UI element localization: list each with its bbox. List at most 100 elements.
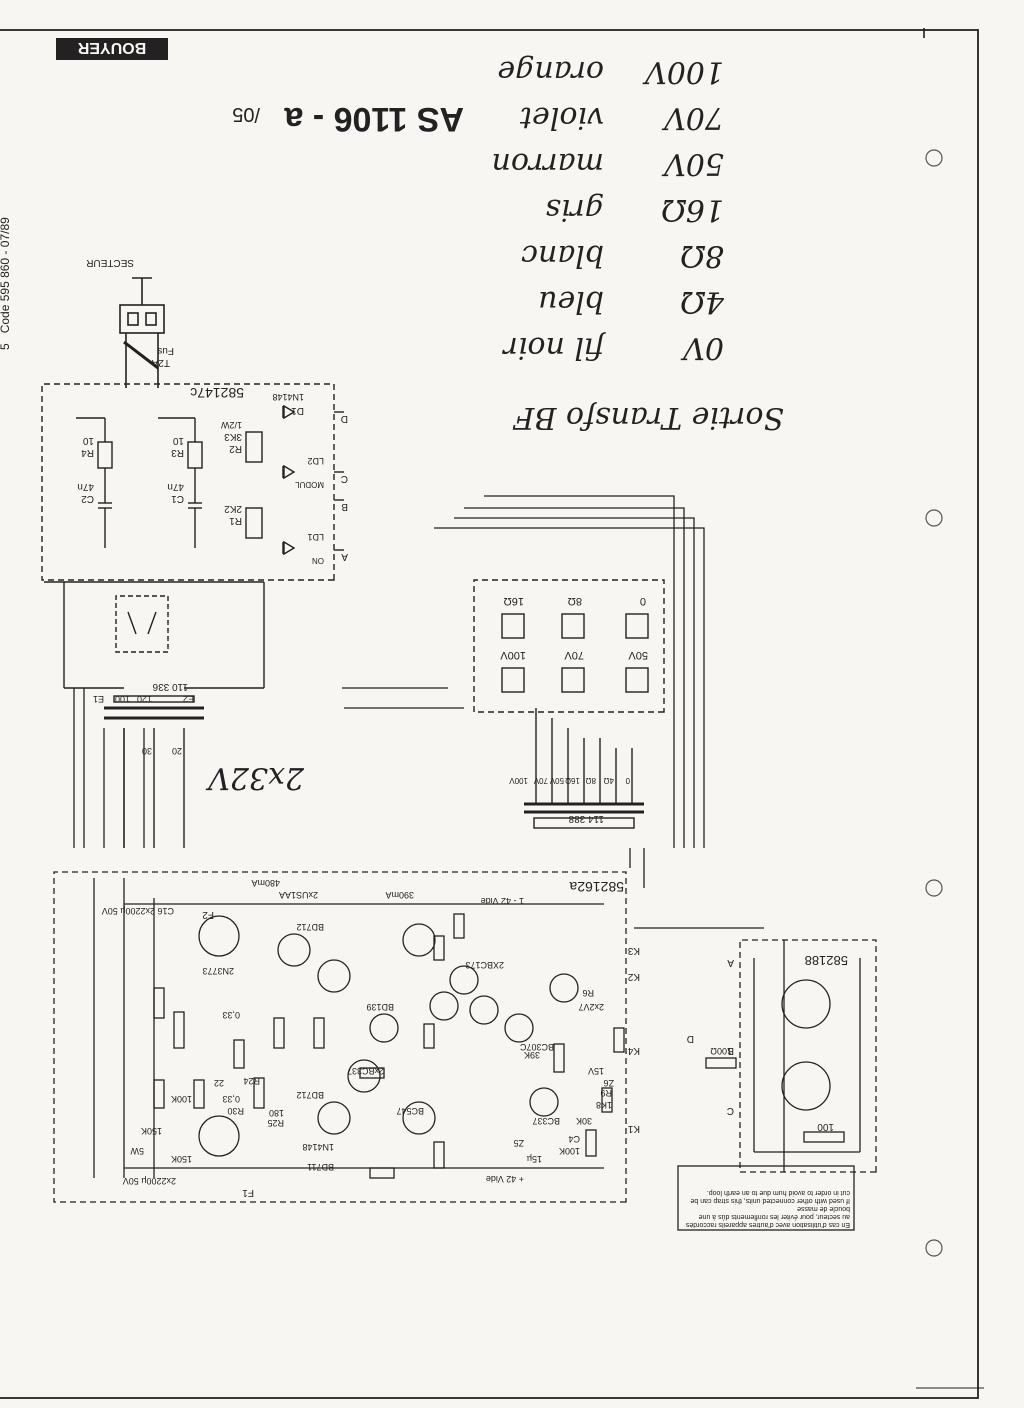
amp-l2: 390mA [385,890,414,900]
note-box: En cas d'utilisation avec d'autres appar… [677,1165,855,1231]
amp-2x2v7: 2x2V7 [578,1002,604,1012]
binder-holes [925,149,943,1257]
mains-transformer-ref: 110 336 [152,681,188,692]
amp-l11: 2XBC173 [465,960,504,970]
amp-k3: K3 [627,945,640,956]
amp-f1: F1 [242,1187,254,1198]
selector-50v: 50V [628,649,648,661]
note-row-6-left: 100V [642,54,724,89]
amp-033b: 0,33 [222,1010,240,1020]
note-fr: En cas d'utilisation avec d'autres appar… [685,1205,850,1228]
c2-value: 47n [77,481,94,492]
output-transformer [524,708,644,829]
notes-heading: Sortie Transfo BF [512,400,784,435]
note-row-2-left: 8Ω [680,238,724,273]
note-row-5-right: violet [519,100,604,135]
note-row-1-right: bleu [538,284,604,319]
mains-module [41,383,344,581]
amp-z5: Z5 [513,1138,524,1148]
input-pin-d: D [687,1033,694,1044]
amp-f2: F2 [202,909,214,920]
amp-k4: K4 [627,1045,640,1056]
otap-50v: 50V [549,776,564,785]
amp-180: 180 [269,1108,284,1118]
d1-label: D1 [291,405,304,416]
input-pin-a: A [727,957,734,968]
c1-value: 47n [167,481,184,492]
amp-15u: 15µ [527,1154,542,1164]
voltage-selector [44,581,265,689]
amp-r24: R24 [243,1076,260,1086]
ld2-label: LD2 [307,456,324,466]
d1-value: 1N4148 [272,392,304,402]
amp-k1: K1 [627,1123,640,1134]
amp-l10: BD712 [296,1090,324,1100]
input-100ohm: 100Ω [710,1046,732,1056]
r4-value: 10 [82,435,94,446]
secteur-label: SECTEUR [86,257,134,268]
amp-board [53,871,627,1203]
amp-l13: BC547 [396,1106,424,1116]
amp-39k: 39K [524,1050,540,1060]
c1-label: C1 [171,493,184,504]
amp-30k: 30K [576,1116,592,1126]
model-suffix: /05 [232,103,260,125]
amp-150k-a: 150K [141,1126,162,1136]
otap-16: 16Ω [565,776,580,785]
sheet-border [0,29,979,1399]
amp-l15: BC307C [519,1042,554,1052]
note-row-4-left: 50V [661,146,724,181]
input-board-ref: 582188 [805,953,848,968]
fuse-label: Fus [157,345,174,356]
otap-70v: 70V [533,776,548,785]
amp-l12: BC337 [532,1116,560,1126]
amp-1k8: 1K8 [596,1100,612,1110]
note-row-5-left: 70V [661,100,724,135]
output-transformer-ref: 114 388 [568,813,604,824]
handwritten-notes: Sortie Transfo BF 0V fil noir 4Ω bleu 8Ω… [205,54,784,795]
tap-20a: 20 [172,746,182,756]
tap-e1: E1 [93,694,104,704]
amp-l9: BD711 [307,1162,334,1172]
note-row-6-right: orange [497,54,604,89]
amp-r6: R6 [582,988,594,998]
tap-30: 30 [142,746,152,756]
otap-100v: 100V [509,776,528,785]
transformer-note: 2x32V [205,760,305,795]
input-pin-b: B [727,1045,734,1056]
amp-22: 22 [214,1078,224,1088]
input-board [634,927,877,1173]
mains-transformer [104,695,204,848]
r2-wattage: 1/2W [220,420,242,430]
ld1-text: ON [312,556,324,565]
amp-c4: C4 [568,1134,580,1144]
selector-16: 16Ω [504,595,524,607]
r4-label: R4 [81,447,94,458]
selector-100v: 100V [500,649,526,661]
ld2-text: MODUL [295,480,324,489]
amp-l16: 2xBC337 [347,1066,384,1076]
amp-l14: BD139 [366,1002,394,1012]
amp-5w: 5W [130,1146,144,1156]
input-pin-c: C [727,1105,734,1116]
selector-8: 8Ω [568,595,582,607]
otap-4: 4Ω [604,776,614,785]
mains-pin-a: A [341,551,348,562]
c2-label: C2 [81,493,94,504]
mains-pin-b: B [341,501,348,512]
note-row-3-right: gris [545,192,604,227]
r1-value: 2K2 [224,503,242,514]
amp-l0: 2xUS1AA [279,890,318,900]
amp-l1: 480mA [251,878,280,888]
brand-name: BOUYER [77,39,146,56]
tap-120: 120 [137,694,152,704]
amp-150k-b: 150K [171,1154,192,1164]
amp-033a: 0,33 [222,1094,240,1104]
amp-l4: + 42 Vide [486,1174,524,1184]
selector-0: 0 [640,595,646,607]
note-row-2-right: blanc [521,238,604,273]
amp-1n4148: 1N4148 [302,1142,334,1152]
mains-module-ref: 582147c [190,385,244,401]
